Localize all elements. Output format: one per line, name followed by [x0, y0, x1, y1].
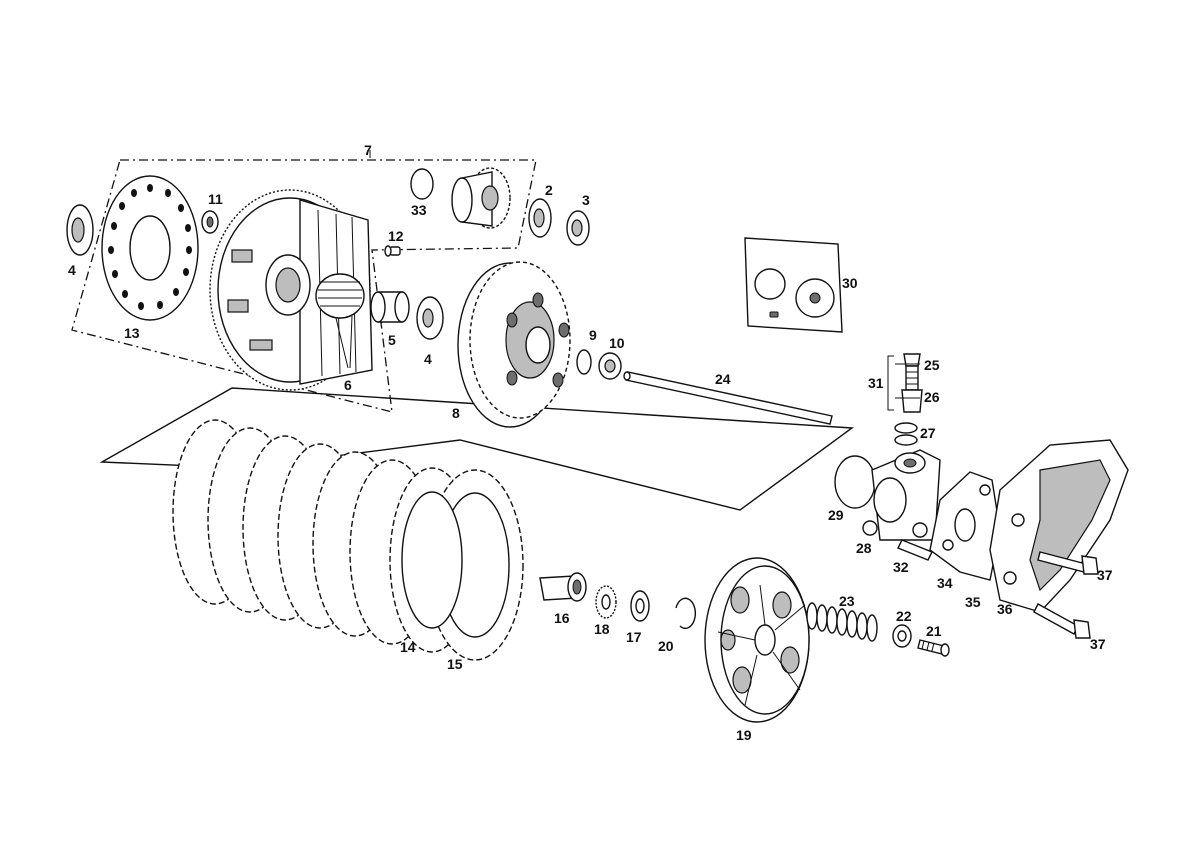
callout-11: 11: [208, 191, 223, 207]
assembly-7-outline: [71, 159, 537, 413]
needle-bearings-6: [315, 273, 365, 369]
callout-27: 27: [920, 425, 936, 441]
bearing-18: [595, 585, 617, 619]
callout-14: 14: [400, 639, 416, 655]
callout-8: 8: [452, 405, 460, 421]
washer-2: [528, 198, 552, 238]
washer-3: [566, 210, 590, 246]
callout-6: 6: [344, 377, 352, 393]
callout-21: 21: [926, 623, 942, 639]
cover-36: [989, 439, 1129, 613]
callout-37-upper: 37: [1097, 567, 1113, 583]
slave-cylinder-28: [862, 449, 941, 541]
callout-9: 9: [589, 327, 597, 343]
callout-32: 32: [893, 559, 909, 575]
callout-29: 29: [828, 507, 844, 523]
callout-20: 20: [658, 638, 674, 654]
seal-kit-30: [744, 237, 843, 333]
bolt-37-lower: [1033, 603, 1091, 639]
callout-26: 26: [924, 389, 940, 405]
callout-4-left: 4: [68, 262, 76, 278]
callout-31: 31: [868, 375, 884, 391]
callout-16: 16: [554, 610, 570, 626]
oring-27: [894, 422, 918, 446]
spindle-16: [539, 572, 587, 602]
callout-7: 7: [364, 142, 372, 158]
pin-12: [384, 245, 401, 257]
leader-lines: [369, 150, 920, 399]
bushing-11: [201, 210, 219, 234]
callout-10: 10: [609, 335, 625, 351]
nut-9: [576, 349, 592, 375]
callout-25: 25: [924, 357, 940, 373]
callout-22: 22: [896, 608, 912, 624]
callout-18: 18: [594, 621, 610, 637]
callout-24: 24: [715, 371, 731, 387]
bushing-5: [370, 291, 410, 323]
bolt-37-upper: [1037, 551, 1099, 575]
callout-2: 2: [545, 182, 553, 198]
washer-17: [630, 590, 650, 622]
washer-10: [598, 352, 622, 380]
pressure-plate-19: [704, 557, 810, 723]
oring-33: [410, 168, 434, 200]
washer-22: [892, 624, 912, 648]
callout-34: 34: [937, 575, 953, 591]
callout-19: 19: [736, 727, 752, 743]
screw-21: [917, 639, 950, 657]
clutch-plates-stack: [172, 419, 524, 661]
bolt-32: [897, 539, 933, 561]
disc-13: [101, 175, 199, 321]
gasket-34: [929, 471, 1001, 581]
callout-33: 33: [411, 202, 427, 218]
callout-36: 36: [997, 601, 1013, 617]
oring-29: [834, 455, 876, 509]
callout-4-right: 4: [424, 351, 432, 367]
pushrod-24: [623, 371, 833, 425]
primary-gear: [451, 167, 511, 229]
fitting-25-26: [887, 353, 923, 413]
callout-17: 17: [626, 629, 642, 645]
callout-3: 3: [582, 192, 590, 208]
callout-30: 30: [842, 275, 858, 291]
callout-12: 12: [388, 228, 404, 244]
washer-4-left: [66, 204, 94, 256]
inner-hub-8: [457, 261, 571, 428]
callout-28: 28: [856, 540, 872, 556]
callout-13: 13: [124, 325, 140, 341]
callout-37-lower: 37: [1090, 636, 1106, 652]
callout-23: 23: [839, 593, 855, 609]
callout-labels: 7 11 33 2 3 12 4 13 5 4 6 8 9 10 30 24 2…: [68, 142, 1113, 743]
washer-4-right: [416, 296, 444, 340]
callout-5: 5: [388, 332, 396, 348]
callout-15: 15: [447, 656, 463, 672]
circlip-20: [675, 597, 697, 629]
callout-35: 35: [965, 594, 981, 610]
spring-23: [806, 602, 878, 642]
